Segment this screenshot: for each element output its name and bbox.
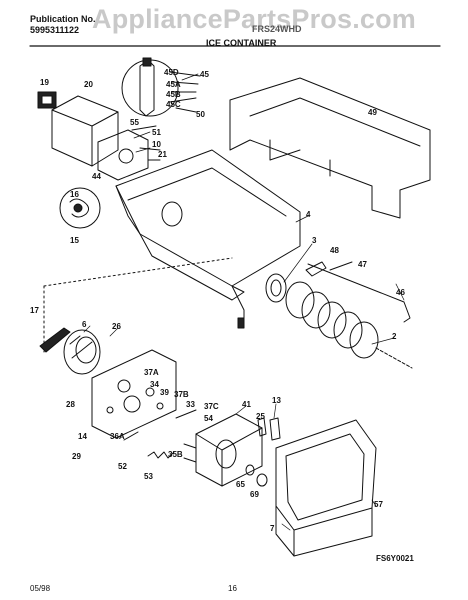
callout-48: 48 xyxy=(330,246,339,255)
callout-15: 15 xyxy=(70,236,79,245)
callout-37b: 37B xyxy=(174,390,189,399)
callout-33: 33 xyxy=(186,400,195,409)
part-49-back-panel xyxy=(229,77,431,219)
callout-65: 65 xyxy=(236,480,245,489)
callout-35b: 35B xyxy=(168,450,183,459)
part-20-bracket xyxy=(51,95,119,167)
publication-label: Publication No. xyxy=(30,14,96,24)
callout-2: 2 xyxy=(392,332,397,341)
callout-37c: 37C xyxy=(204,402,219,411)
callout-14: 14 xyxy=(78,432,87,441)
callout-19: 19 xyxy=(40,78,49,87)
callout-26: 26 xyxy=(112,322,121,331)
part-33-pin xyxy=(175,409,197,419)
callout-13: 13 xyxy=(272,396,281,405)
callout-28: 28 xyxy=(66,400,75,409)
callout-52: 52 xyxy=(118,462,127,471)
callout-16: 16 xyxy=(70,190,79,199)
inset-15-circle xyxy=(59,187,101,229)
part-46-rod xyxy=(307,263,411,323)
callout-10: 10 xyxy=(152,140,161,149)
part-2-auger-spiral xyxy=(285,281,413,369)
part-13-tab xyxy=(269,417,281,441)
figure-code: FS6Y0021 xyxy=(376,554,414,563)
footer-date: 05/98 xyxy=(30,584,51,593)
callout-57: 57 xyxy=(374,500,383,509)
callout-54: 54 xyxy=(204,414,213,423)
callout-46: 46 xyxy=(396,288,405,297)
callout-39: 39 xyxy=(160,388,169,397)
part-69-washer xyxy=(256,473,268,487)
callout-45: 45 xyxy=(200,70,209,79)
watermark: AppliancePartsPros.com xyxy=(92,4,417,34)
part-41-crusher-housing xyxy=(195,413,263,487)
part-65-washer xyxy=(245,464,255,476)
part-57-door-frame xyxy=(275,419,377,531)
callout-45a: 45A xyxy=(166,80,181,89)
callout-41: 41 xyxy=(242,400,251,409)
callout-37a: 37A xyxy=(144,368,159,377)
callout-45c: 45C xyxy=(166,100,181,109)
part-6-wheel xyxy=(63,329,101,375)
part-48-clip xyxy=(305,261,327,277)
model-number: FRS24WHD xyxy=(252,24,302,34)
callout-20: 20 xyxy=(84,80,93,89)
callout-69: 69 xyxy=(250,490,259,499)
callout-36a: 36A xyxy=(110,432,125,441)
callout-47: 47 xyxy=(358,260,367,269)
part-4-ice-bucket xyxy=(115,149,301,287)
callout-25: 25 xyxy=(256,412,265,421)
alignment-frame xyxy=(43,257,233,353)
callout-44: 44 xyxy=(92,172,101,181)
callout-45d: 45D xyxy=(164,68,179,77)
footer-page: 16 xyxy=(228,584,237,593)
part-7-door-panel xyxy=(275,505,373,557)
callout-4: 4 xyxy=(306,210,311,219)
callout-29: 29 xyxy=(72,452,81,461)
part-3-coupling xyxy=(265,273,287,303)
callout-34: 34 xyxy=(150,380,159,389)
part-25-tab xyxy=(257,417,267,437)
part-44-motor xyxy=(97,129,149,181)
callout-45b: 45B xyxy=(166,90,181,99)
publication-number: 5995311122 xyxy=(30,25,80,35)
part-35b-spring xyxy=(147,451,175,459)
section-title: ICE CONTAINER xyxy=(206,38,277,48)
callout-3: 3 xyxy=(312,236,317,245)
callout-55: 55 xyxy=(130,118,139,127)
callout-6: 6 xyxy=(82,320,87,329)
part-19-switch xyxy=(37,91,57,109)
part-52-pin xyxy=(123,431,139,441)
part-28-mount-plate xyxy=(91,349,177,439)
callout-53: 53 xyxy=(144,472,153,481)
part-47-spring xyxy=(329,261,353,271)
callout-17: 17 xyxy=(30,306,39,315)
callout-7: 7 xyxy=(270,524,275,533)
callout-51: 51 xyxy=(152,128,161,137)
callout-49: 49 xyxy=(368,108,377,117)
callout-50: 50 xyxy=(196,110,205,119)
part-17-gear xyxy=(39,327,71,353)
callout-21: 21 xyxy=(158,150,167,159)
